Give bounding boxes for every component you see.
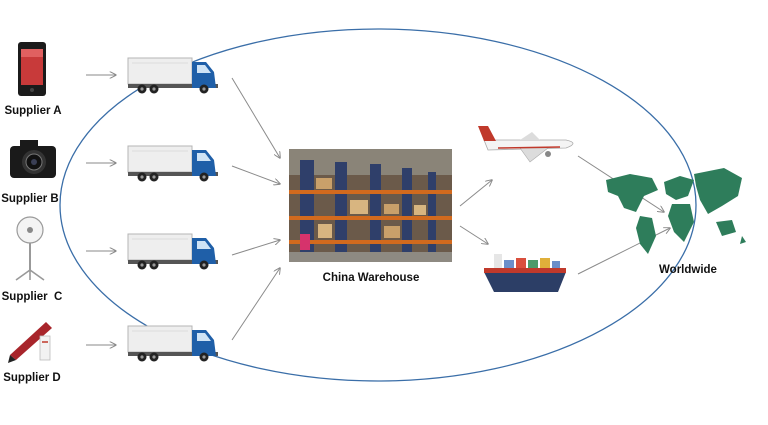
arrow-truck-a <box>231 77 280 158</box>
world-map-icon <box>606 168 746 254</box>
arrow-truck-c <box>231 240 280 256</box>
warehouse-image <box>289 149 452 262</box>
truck-icon <box>127 325 219 362</box>
process-ellipse <box>59 28 697 382</box>
smartphone-icon <box>18 42 46 96</box>
arrow-to-sea <box>459 225 488 244</box>
worldwide-label: Worldwide <box>659 264 717 276</box>
truck-icon <box>127 57 219 94</box>
supplier-d-label: Supplier D <box>3 372 61 384</box>
fan-icon <box>15 216 45 281</box>
cargo-ship-icon <box>484 254 566 292</box>
warehouse-label: China Warehouse <box>323 272 420 284</box>
arrow-sea-to-world <box>577 228 670 275</box>
truck-icon <box>127 233 219 270</box>
camera-icon <box>10 140 56 178</box>
supplier-b-label: Supplier B <box>1 193 59 205</box>
truck-icon <box>127 145 219 182</box>
supplier-c-label: Supplier C <box>2 291 63 303</box>
supplier-a-label: Supplier A <box>4 105 61 117</box>
airplane-icon <box>478 126 574 163</box>
pen-icon <box>8 322 52 363</box>
arrow-truck-b <box>231 165 280 184</box>
arrow-truck-d <box>231 268 280 341</box>
arrow-to-air <box>459 180 492 207</box>
